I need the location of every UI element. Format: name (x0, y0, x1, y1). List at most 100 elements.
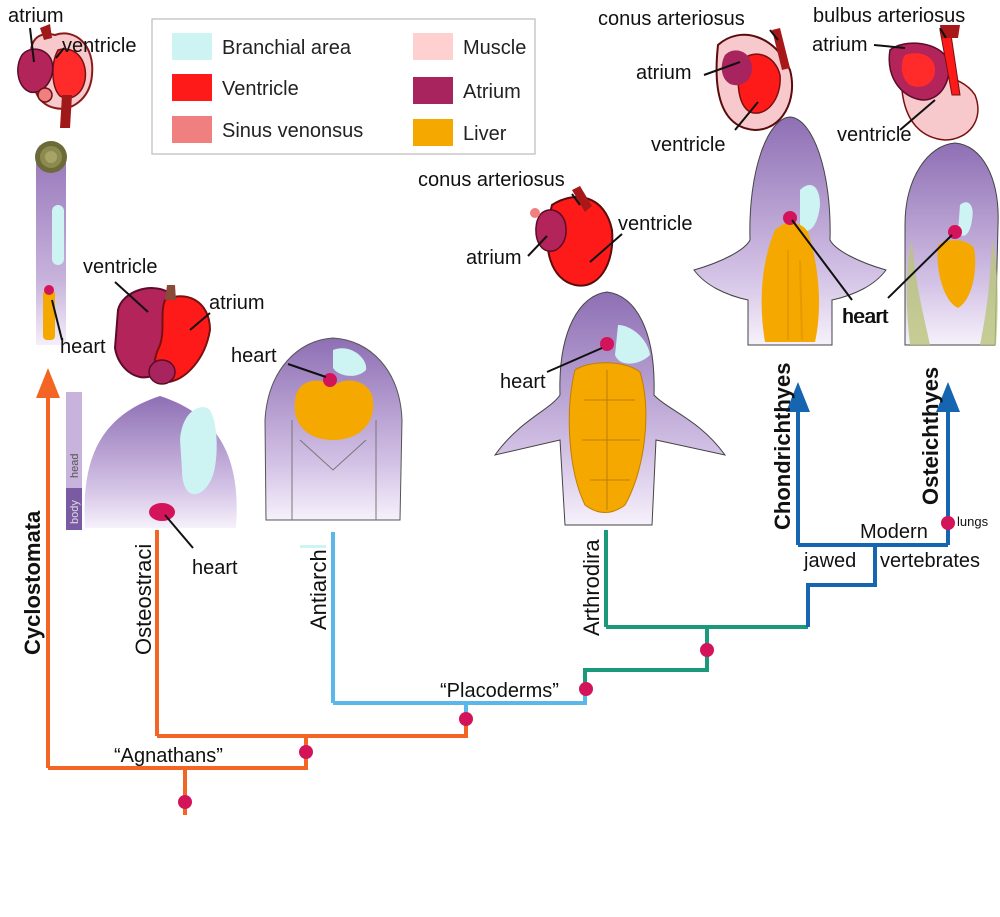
label-atrium-cyclostome: atrium (8, 5, 64, 27)
leader-bulbus-osteichthyes (939, 27, 947, 39)
taxon-chondrichthyes: Chondrichthyes (770, 363, 795, 530)
leader-atrium-osteostraci (189, 312, 211, 331)
label-heart-chondrichthyes: heart (843, 306, 889, 328)
body-bar-head-label: head (69, 454, 81, 478)
chondrichthyes-heart-icon (715, 28, 794, 132)
label-atrium-osteichthyes: atrium (812, 34, 868, 56)
legend: Branchial area Muscle Ventricle Atrium S… (151, 18, 536, 155)
leader-heart-chondrichthyes (791, 219, 853, 301)
leader-ventricle-cyclostome (55, 47, 65, 59)
leader-atrium-arthrodira (527, 235, 548, 257)
leader-atrium-chondrichthyes (703, 61, 741, 76)
node-arthrodira (700, 643, 714, 657)
antiarchi-fin-mark (300, 545, 326, 548)
osteostraci-join (304, 718, 468, 752)
osteichthyes-arrowhead (936, 382, 960, 412)
legend-swatch-ventricle (172, 74, 212, 101)
node-osteostraci (459, 712, 473, 726)
legend-label-muscle: Muscle (463, 37, 526, 59)
cyclostome-illustration: atrium ventricle heart head body (8, 5, 136, 530)
tree-nodes (178, 516, 955, 809)
modern-jawed-branch (806, 545, 877, 627)
label-conus-arthrodira: conus arteriosus (418, 169, 565, 191)
legend-box (151, 18, 536, 155)
label-ventricle-cyclostome: ventricle (62, 35, 136, 57)
chondrichthyes-arrowhead (786, 382, 810, 412)
legend-label-atrium: Atrium (463, 81, 521, 103)
label-heart-antiarchi: heart (231, 345, 277, 367)
leader-conus-chondrichthyes (769, 29, 779, 41)
antiarchi-heart (323, 373, 337, 387)
arthrodira-join (583, 650, 709, 690)
legend-label-ventricle: Ventricle (222, 78, 299, 100)
arthrodira-heart-icon (530, 186, 614, 287)
leader-heart-osteichthyes (887, 234, 953, 299)
legend-swatch-liver (413, 119, 453, 146)
label-heart-osteichthyes: heart (842, 306, 888, 328)
taxon-antiarchi: Antiarchi (306, 544, 331, 630)
crown-join (705, 625, 808, 650)
label-atrium-chondrichthyes: atrium (636, 62, 692, 84)
body-bar-head (66, 392, 82, 488)
leader-conus-arthrodira (571, 193, 581, 206)
label-atrium-osteostraci: atrium (209, 292, 265, 314)
legend-label-sinus: Sinus venonsus (222, 120, 363, 142)
leader-ventricle-chondrichthyes (734, 101, 759, 131)
node-agnathans (299, 745, 313, 759)
label-heart-osteostraci: heart (192, 557, 238, 579)
leader-ventricle-osteostraci (114, 281, 149, 313)
legend-label-branchial: Branchial area (222, 37, 352, 59)
label-ventricle-chondrichthyes: ventricle (651, 134, 725, 156)
group-label-agnathans: “Agnathans” (114, 745, 223, 767)
arthrodira-illustration: conus arteriosus atrium ventricle heart (418, 169, 727, 526)
leader-heart-antiarchi (287, 363, 327, 378)
osteostraci-heart-icon (113, 285, 212, 385)
label-heart-cyclostome: heart (60, 336, 106, 358)
osteostraci-heart (149, 503, 175, 521)
osteichthyes-heart-icon (888, 25, 979, 141)
antiarchi-illustration: heart (231, 337, 403, 548)
phylogenetic-tree (36, 368, 960, 815)
placoderm-join (464, 690, 587, 718)
body-bar-body-label: body (69, 500, 81, 524)
label-ventricle-osteichthyes: ventricle (837, 124, 911, 146)
leader-ventricle-arthrodira (589, 233, 623, 263)
leader-heart-arthrodira (546, 347, 603, 373)
leader-atrium-cyclostome (29, 27, 35, 63)
leader-atrium-osteichthyes (873, 44, 906, 49)
body-bar-body (66, 488, 82, 530)
osteostraci-illustration: ventricle atrium heart (83, 256, 265, 579)
cyclostome-heart-icon (17, 24, 94, 128)
legend-swatch-atrium (413, 77, 453, 104)
taxon-osteostraci: Osteostraci (131, 544, 156, 655)
node-root (178, 795, 192, 809)
legend-label-liver: Liver (463, 123, 507, 145)
group-label-placoderms: “Placoderms” (440, 680, 559, 702)
group-label-lungs: lungs (957, 514, 989, 529)
taxon-cyclostomata: Cyclostomata (20, 510, 45, 655)
label-heart-arthrodira: heart (500, 371, 546, 393)
osteostraci-branchial (180, 407, 217, 495)
legend-swatch-muscle (413, 33, 453, 60)
chondrichthyes-illustration: conus arteriosus atrium ventricle heart (598, 8, 889, 346)
label-atrium-arthrodira: atrium (466, 247, 522, 269)
label-ventricle-arthrodira: ventricle (618, 213, 692, 235)
taxon-arthrodira: Arthrodira (579, 539, 604, 636)
taxon-osteichthyes: Osteichthyes (918, 367, 943, 505)
leader-heart-cyclostome (51, 299, 63, 341)
legend-swatch-sinus (172, 116, 212, 143)
lamprey-body (35, 141, 67, 345)
label-conus-chondrichthyes: conus arteriosus (598, 8, 745, 30)
cyclostomata-arrowhead (36, 368, 60, 398)
leader-heart-osteostraci (164, 514, 194, 549)
osteichthyes-illustration: bulbus arteriosus atrium ventricle heart (812, 5, 999, 346)
antiarchi-liver (294, 380, 374, 440)
group-label-jawed: jawed (803, 550, 856, 572)
group-label-vertebrates: vertebrates (880, 550, 980, 572)
legend-swatch-branchial (172, 33, 212, 60)
label-bulbus-osteichthyes: bulbus arteriosus (813, 5, 965, 27)
group-label-modern: Modern (860, 521, 928, 543)
label-ventricle-osteostraci: ventricle (83, 256, 157, 278)
node-lungs (941, 516, 955, 530)
